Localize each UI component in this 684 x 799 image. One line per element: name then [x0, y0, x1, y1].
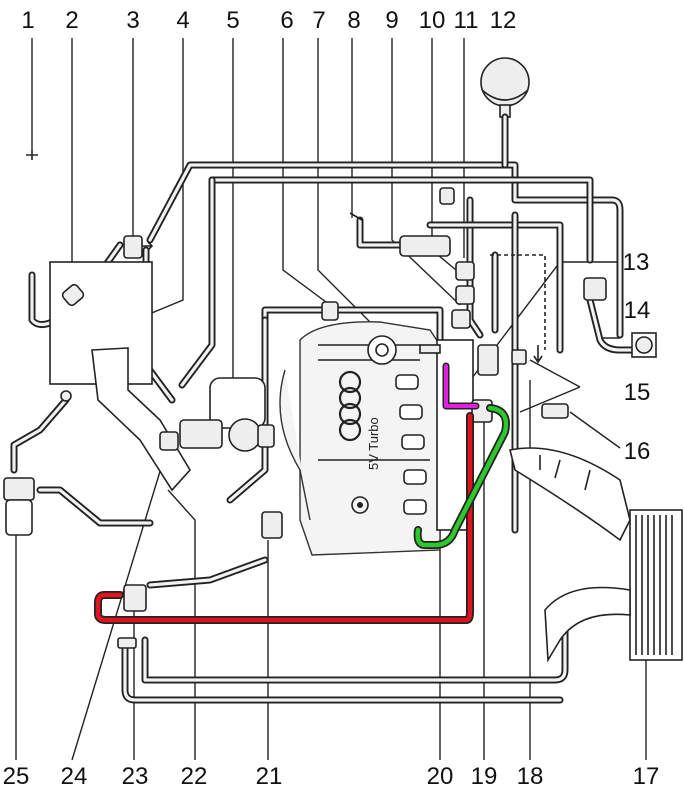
spark-plug-bosses [395, 374, 427, 515]
magenta-highlighted-hose [442, 362, 480, 410]
callout-15: 15 [624, 379, 651, 406]
diaphragm-14 [631, 332, 657, 358]
hose-end-marker-8 [349, 212, 363, 221]
leader-22 [167, 489, 196, 760]
callout-24: 24 [61, 763, 88, 790]
audi-rings-logo [338, 370, 362, 442]
intake-duct [91, 347, 191, 492]
valve-stack-9-10-11 [399, 187, 607, 329]
callout-11: 11 [454, 7, 479, 34]
charge-pipes [509, 447, 631, 663]
valve-3 [123, 235, 154, 259]
leader-16 [569, 411, 621, 449]
callout-7: 7 [312, 7, 325, 34]
leader-6 [282, 38, 331, 306]
callout-1: 1 [21, 7, 34, 34]
callout-8: 8 [347, 7, 360, 34]
throttle-body-5 [179, 377, 275, 452]
callout-numbers-right: 13 14 15 16 [623, 249, 651, 465]
red-highlighted-hose [94, 412, 474, 624]
engine-label: 5V Turbo [366, 417, 381, 470]
valves-15-16 [511, 345, 569, 419]
callout-22: 22 [181, 763, 208, 790]
callout-16: 16 [624, 438, 651, 465]
callout-18: 18 [517, 763, 544, 790]
callout-numbers-bottom: 17 18 19 20 21 22 23 24 25 [3, 763, 660, 790]
valve-24 [159, 431, 179, 451]
callout-20: 20 [427, 763, 454, 790]
callout-2: 2 [65, 7, 78, 34]
filter-canister-25 [3, 390, 72, 536]
inline-filter-21 [261, 511, 283, 539]
callout-10: 10 [419, 7, 446, 34]
callout-12: 12 [490, 7, 517, 34]
engine-block: 5V Turbo [279, 321, 441, 556]
callout-5: 5 [226, 7, 239, 34]
callout-4: 4 [176, 7, 189, 34]
hose-end-marker-1 [26, 150, 38, 160]
connector-6 [321, 301, 339, 321]
leader-24 [71, 454, 166, 761]
leader-9 [391, 38, 461, 306]
callout-21: 21 [256, 763, 283, 790]
callout-17: 17 [633, 763, 660, 790]
green-highlighted-hose [413, 404, 510, 549]
leader-7 [317, 38, 379, 331]
callout-9: 9 [385, 7, 398, 34]
callout-25: 25 [3, 763, 30, 790]
vacuum-reservoir-12 [480, 57, 530, 169]
bypass-valve-23 [117, 584, 147, 649]
callout-23: 23 [122, 763, 149, 790]
callout-3: 3 [126, 7, 139, 34]
intercooler-17 [629, 509, 683, 661]
callout-19: 19 [471, 763, 498, 790]
block-13 [477, 344, 499, 376]
callout-13: 13 [623, 249, 650, 276]
callout-14: 14 [624, 297, 651, 324]
callout-numbers-top: 1 2 3 4 5 6 7 8 9 10 11 12 [21, 7, 516, 34]
pressure-sensor-7 [367, 335, 397, 365]
callout-6: 6 [280, 7, 293, 34]
check-valve-2 [61, 283, 85, 307]
